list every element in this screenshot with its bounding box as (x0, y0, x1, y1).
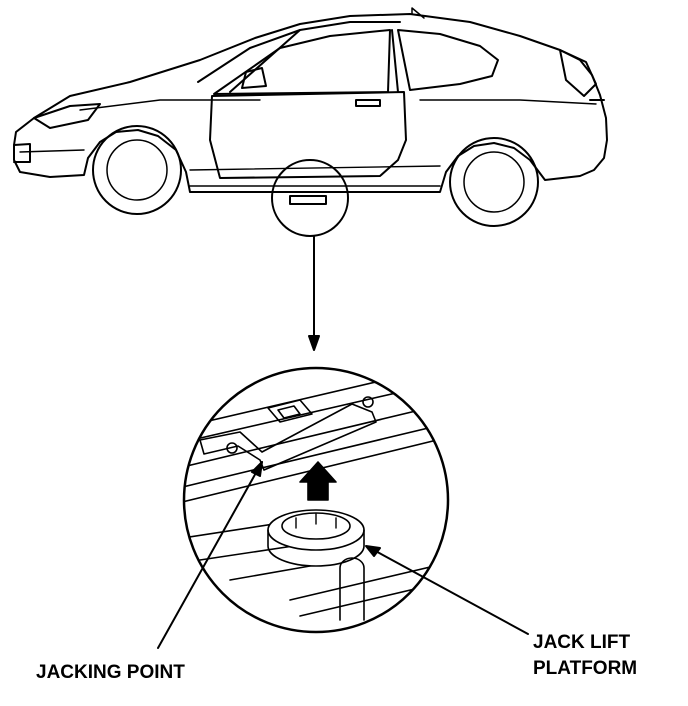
car-body-line-upper (79, 99, 597, 111)
detail-flange-notch (267, 399, 313, 423)
detail-hole-right (362, 396, 374, 408)
jacking-point-label: JACKING POINT (36, 662, 185, 683)
car-body-line-lower (189, 165, 441, 171)
jacking-point-arrowhead (251, 461, 263, 477)
detail-view-contents (184, 368, 448, 621)
detail-underfloor-lines (184, 519, 448, 617)
detail-pinch-weld (199, 403, 377, 471)
car-rear-window (397, 29, 499, 91)
car-rear-rim (463, 151, 525, 213)
car-front-grille (13, 143, 31, 163)
car-front-bumper-line (19, 149, 85, 153)
car-side-window (213, 29, 391, 95)
car-headlight (33, 103, 101, 129)
detail-flange-notch-inner (277, 405, 301, 419)
jack-lift-platform-arrowhead (365, 545, 381, 557)
jack-lift-post (339, 557, 365, 621)
jack-lift-platform (267, 509, 365, 567)
car-antenna (411, 7, 425, 19)
car-mirror (241, 67, 267, 89)
detail-hole-left (226, 442, 238, 454)
car-tail (559, 49, 597, 97)
detail-leader-arrowhead (308, 335, 320, 351)
jack-lift-platform-label-line2: PLATFORM (533, 658, 638, 679)
detail-view-circle (182, 366, 450, 634)
jack-lift-platform-leader (369, 547, 529, 635)
car-front-rim (106, 139, 168, 201)
car-rear-tire (449, 137, 539, 227)
car-illustration (13, 7, 608, 227)
jacking-point-highlight-circle (271, 159, 349, 237)
jacking-point-marker (289, 195, 327, 205)
jack-lift-platform-label: JACK LIFT PLATFORM (533, 630, 637, 682)
car-a-pillar (229, 29, 301, 93)
car-front-tire (92, 125, 182, 215)
jacking-point-leader (157, 461, 263, 649)
car-door-handle (355, 99, 381, 107)
detail-sill-lines (184, 368, 448, 506)
car-door (209, 91, 407, 179)
lift-direction-arrow (299, 461, 337, 501)
jack-lift-platform-label-line1: JACK LIFT (533, 632, 631, 653)
car-b-pillar (391, 29, 399, 93)
